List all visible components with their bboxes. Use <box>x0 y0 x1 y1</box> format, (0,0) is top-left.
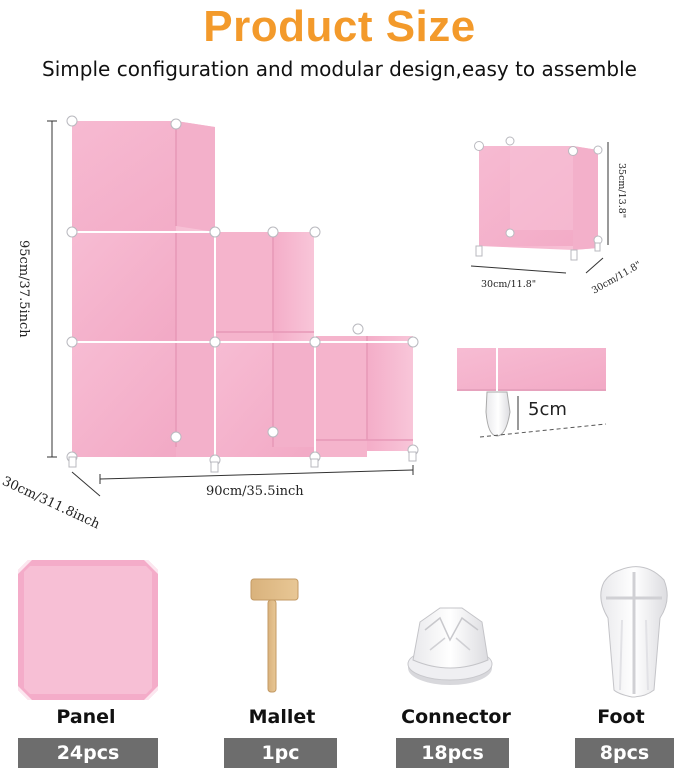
cube-top <box>72 121 215 232</box>
cube-height-label: 35cm/13.8" <box>616 163 627 219</box>
part-label-foot: Foot <box>597 706 645 728</box>
cube-bottom-middle <box>215 342 315 457</box>
qty-badge-mallet: 1pc <box>224 738 337 768</box>
qty-badge-foot: 8pcs <box>575 738 674 768</box>
foot-height-label: 5cm <box>528 399 567 420</box>
cube-shelf-unit <box>66 115 419 473</box>
part-label-connector: Connector <box>401 706 511 728</box>
foot-height-detail <box>457 348 607 438</box>
page-subtitle: Simple configuration and modular design,… <box>42 57 637 81</box>
cube-bottom-left <box>72 342 215 457</box>
panel-icon <box>18 560 158 700</box>
cube-width-label: 30cm/11.8" <box>481 279 537 290</box>
qty-badge-connector: 18pcs <box>396 738 509 768</box>
single-cube <box>470 136 609 274</box>
main-dimension-lines <box>47 120 414 497</box>
qty-badge-panel: 24pcs <box>18 738 158 768</box>
mallet-icon <box>250 578 299 693</box>
cube-middle-left <box>72 232 215 342</box>
part-label-mallet: Mallet <box>248 706 316 728</box>
part-label-panel: Panel <box>56 706 116 728</box>
connector-icon <box>407 607 493 685</box>
foot-icon <box>600 566 668 698</box>
cube-middle-right <box>215 232 315 342</box>
cube-bottom-right <box>315 336 413 457</box>
width-dimension-label: 90cm/35.5inch <box>206 484 304 499</box>
height-dimension-label: 95cm/37.5inch <box>16 240 31 338</box>
page-title: Product Size <box>203 2 476 51</box>
